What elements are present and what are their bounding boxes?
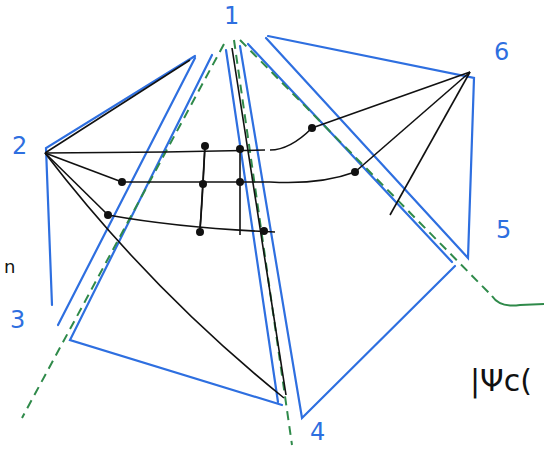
- vertex-number: 1: [224, 4, 239, 28]
- blue-wedges: [46, 36, 474, 418]
- green-dashed-cuts: [22, 40, 544, 445]
- vertex-number: 5: [496, 218, 511, 242]
- vertex-number: 2: [12, 134, 27, 158]
- vertex-number: 3: [10, 308, 25, 332]
- vertex-number: 4: [310, 420, 325, 444]
- contraction-dots: [104, 124, 359, 236]
- black-network: [45, 48, 470, 398]
- cut-letter: n: [4, 258, 15, 276]
- state-label: |Ψc(: [470, 366, 532, 396]
- vertex-number: 6: [494, 40, 509, 64]
